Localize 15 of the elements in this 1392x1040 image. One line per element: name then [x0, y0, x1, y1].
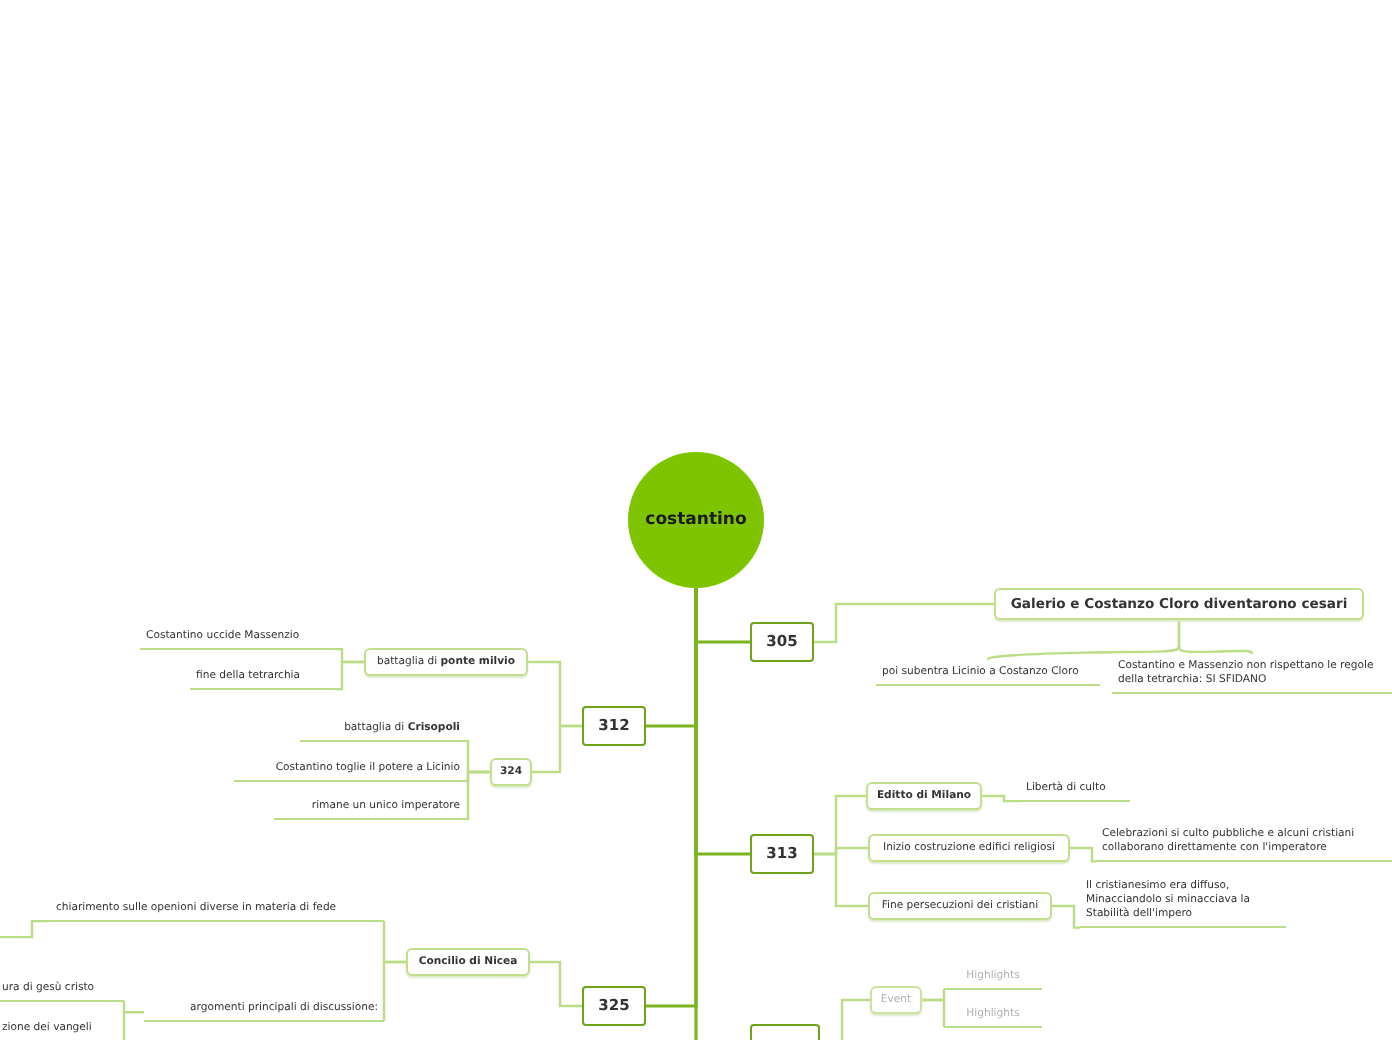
connector-line — [814, 852, 868, 908]
connector-line — [382, 960, 406, 1023]
connector-line — [982, 794, 1020, 803]
connector-line — [1177, 620, 1254, 655]
connector-line — [1070, 846, 1096, 863]
connector-line — [336, 660, 364, 691]
connector-line — [532, 724, 582, 774]
connector-line — [122, 1010, 144, 1040]
connector-line — [1052, 904, 1080, 929]
connector-line — [922, 998, 946, 1029]
topic-circle: costantino — [628, 452, 764, 588]
connector-line — [465, 770, 490, 821]
connector-line — [530, 960, 582, 1008]
connector-line — [0, 919, 50, 939]
connector-line — [814, 602, 994, 644]
